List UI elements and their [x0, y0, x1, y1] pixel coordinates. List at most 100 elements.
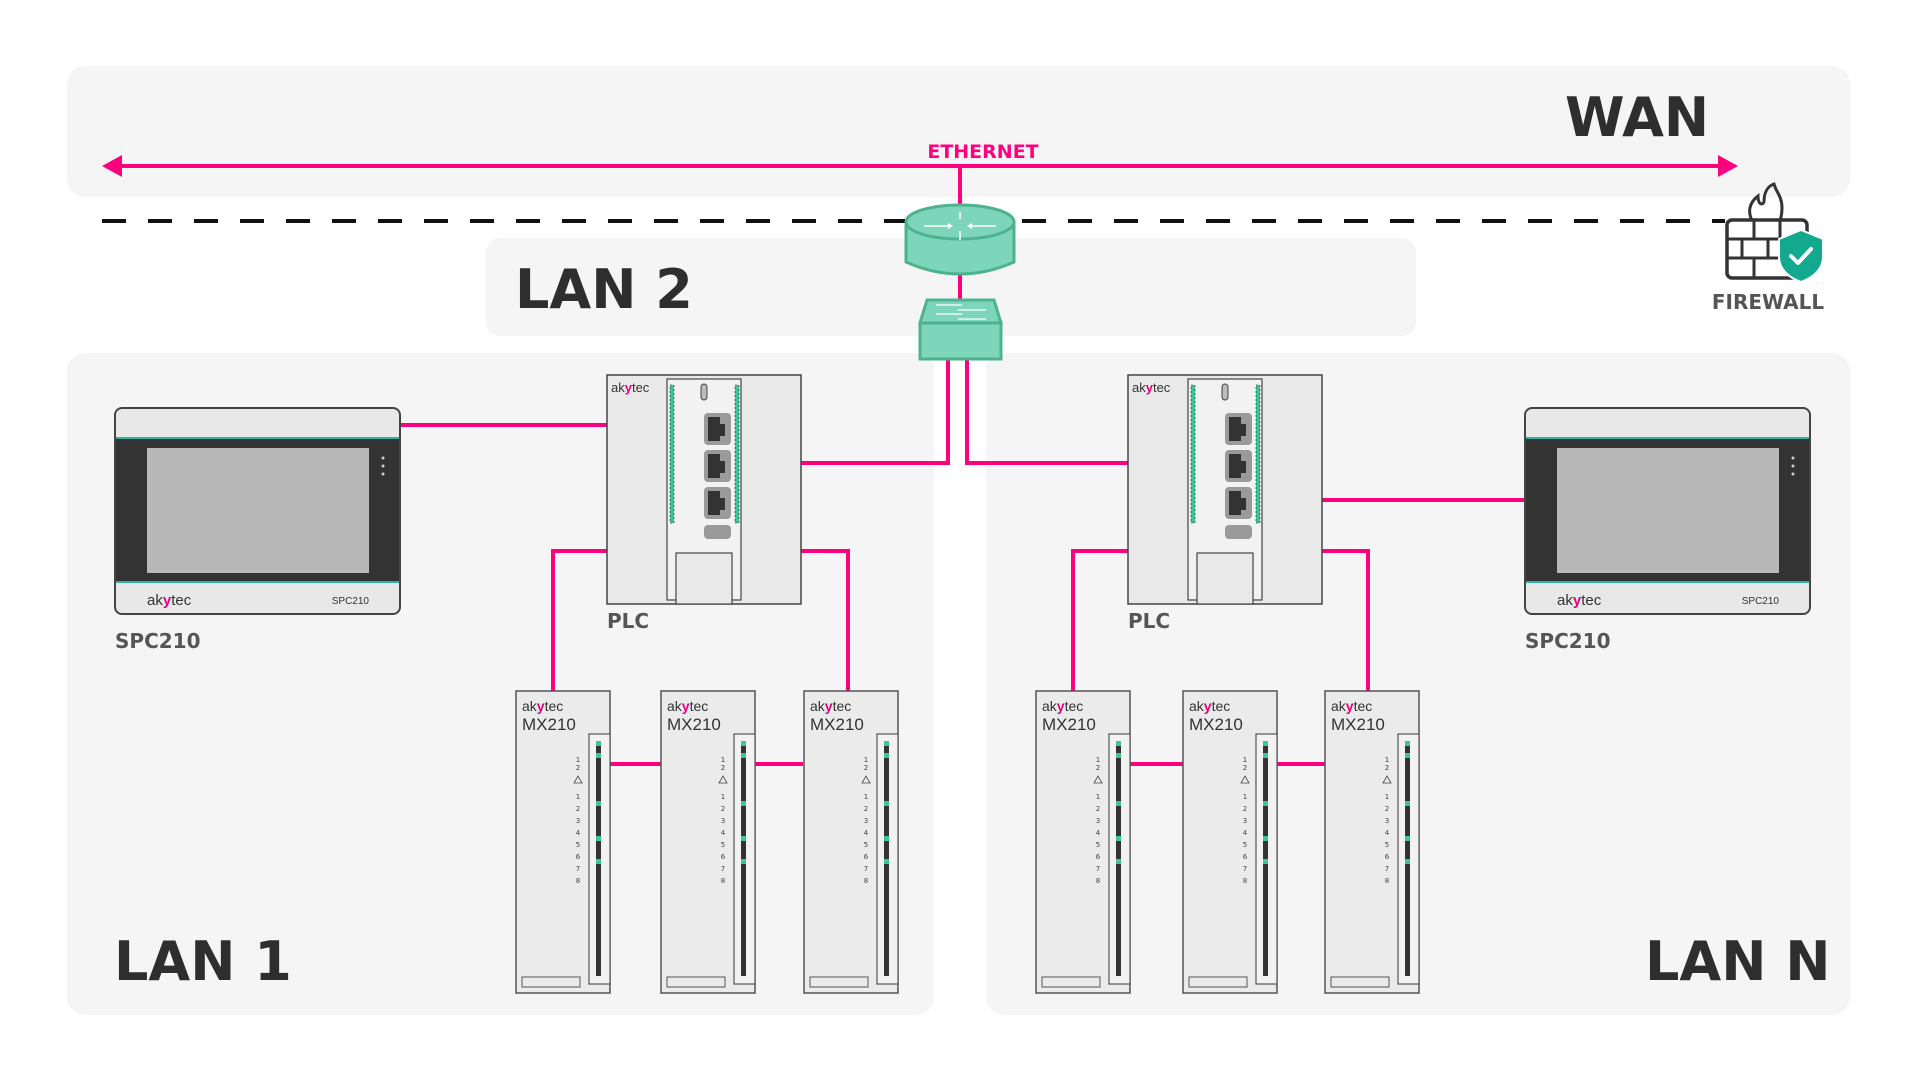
led-label: 2: [1096, 764, 1100, 772]
akytec-logo: akytec: [522, 698, 563, 714]
firewall-label: FIREWALL: [1712, 290, 1825, 314]
led-label: 2: [1385, 764, 1389, 772]
plc-device[interactable]: akytec: [606, 374, 802, 605]
module-model: MX210: [810, 715, 864, 734]
led-label: 4: [576, 829, 581, 837]
led-label: 3: [576, 817, 580, 825]
akytec-logo: akytec: [667, 698, 708, 714]
led-label: 2: [1243, 764, 1247, 772]
led-label: 4: [721, 829, 726, 837]
screen: [147, 448, 369, 573]
lann-label: LAN N: [1645, 930, 1830, 993]
led-label: 6: [721, 853, 726, 861]
arrow-left-icon: [102, 155, 122, 177]
led-label: 8: [721, 877, 725, 885]
led-label: 1: [1385, 793, 1389, 801]
screen: [1557, 448, 1779, 573]
warning-icon: [1093, 775, 1103, 784]
module-model: MX210: [667, 715, 721, 734]
led-label: 6: [576, 853, 581, 861]
akytec-logo: akytec: [611, 380, 650, 395]
led-label: 2: [721, 764, 725, 772]
led-label: 6: [1385, 853, 1390, 861]
led-label: 8: [1243, 877, 1247, 885]
plc-device[interactable]: akytec: [1127, 374, 1323, 605]
led-label: 5: [1385, 841, 1389, 849]
led-label: 4: [1243, 829, 1248, 837]
led-label: 2: [1096, 805, 1100, 813]
led-label: 8: [864, 877, 868, 885]
led-label: 1: [1096, 793, 1100, 801]
warning-icon: [1382, 775, 1392, 784]
warning-icon: [573, 775, 583, 784]
led-label: 5: [576, 841, 580, 849]
akytec-logo: akytec: [1331, 698, 1372, 714]
akytec-logo: akytec: [1132, 380, 1171, 395]
led-label: 8: [1385, 877, 1389, 885]
led-label: 3: [721, 817, 725, 825]
akytec-logo: akytec: [810, 698, 851, 714]
arrow-right-icon: [1718, 155, 1738, 177]
plc-label: PLC: [1128, 609, 1170, 633]
led-label: 4: [1096, 829, 1101, 837]
module-model: MX210: [522, 715, 576, 734]
led-label: 3: [864, 817, 868, 825]
led-label: 6: [864, 853, 869, 861]
plc-label: PLC: [607, 609, 649, 633]
led-label: 1: [1096, 756, 1100, 764]
led-label: 8: [576, 877, 580, 885]
panel-model: SPC210: [1742, 596, 1780, 607]
lan2-zone: [486, 238, 1416, 336]
module-model: MX210: [1331, 715, 1385, 734]
ethernet-label: ETHERNET: [927, 141, 1038, 163]
warning-icon: [1240, 775, 1250, 784]
led-label: 1: [1243, 793, 1247, 801]
akytec-logo: akytec: [1042, 698, 1083, 714]
led-label: 2: [1385, 805, 1389, 813]
led-label: 2: [576, 764, 580, 772]
led-label: 2: [721, 805, 725, 813]
lan1-label: LAN 1: [114, 930, 292, 993]
led-label: 1: [576, 793, 580, 801]
spc210-panel[interactable]: akytec SPC210: [1524, 407, 1811, 615]
led-label: 2: [864, 805, 868, 813]
akytec-logo: akytec: [1557, 592, 1602, 609]
led-label: 5: [1096, 841, 1100, 849]
ethernet-bus: [102, 155, 1738, 177]
led-label: 3: [1096, 817, 1100, 825]
firewall-icon: [1725, 182, 1824, 284]
led-label: 2: [576, 805, 580, 813]
led-label: 7: [1243, 865, 1247, 873]
led-label: 6: [1096, 853, 1101, 861]
led-label: 3: [1385, 817, 1389, 825]
led-label: 4: [864, 829, 869, 837]
led-label: 1: [721, 756, 725, 764]
led-label: 7: [864, 865, 868, 873]
led-label: 5: [721, 841, 725, 849]
led-label: 1: [864, 756, 868, 764]
led-label: 5: [1243, 841, 1247, 849]
led-label: 6: [1243, 853, 1248, 861]
warning-icon: [718, 775, 728, 784]
led-label: 4: [1385, 829, 1390, 837]
led-label: 7: [1096, 865, 1100, 873]
led-label: 2: [864, 764, 868, 772]
wan-label: WAN: [1565, 86, 1709, 149]
led-label: 3: [1243, 817, 1247, 825]
warning-icon: [861, 775, 871, 784]
panel-label: SPC210: [1525, 629, 1611, 653]
led-label: 1: [721, 793, 725, 801]
led-label: 8: [1096, 877, 1100, 885]
led-label: 7: [721, 865, 725, 873]
led-label: 1: [576, 756, 580, 764]
akytec-logo: akytec: [147, 592, 192, 609]
